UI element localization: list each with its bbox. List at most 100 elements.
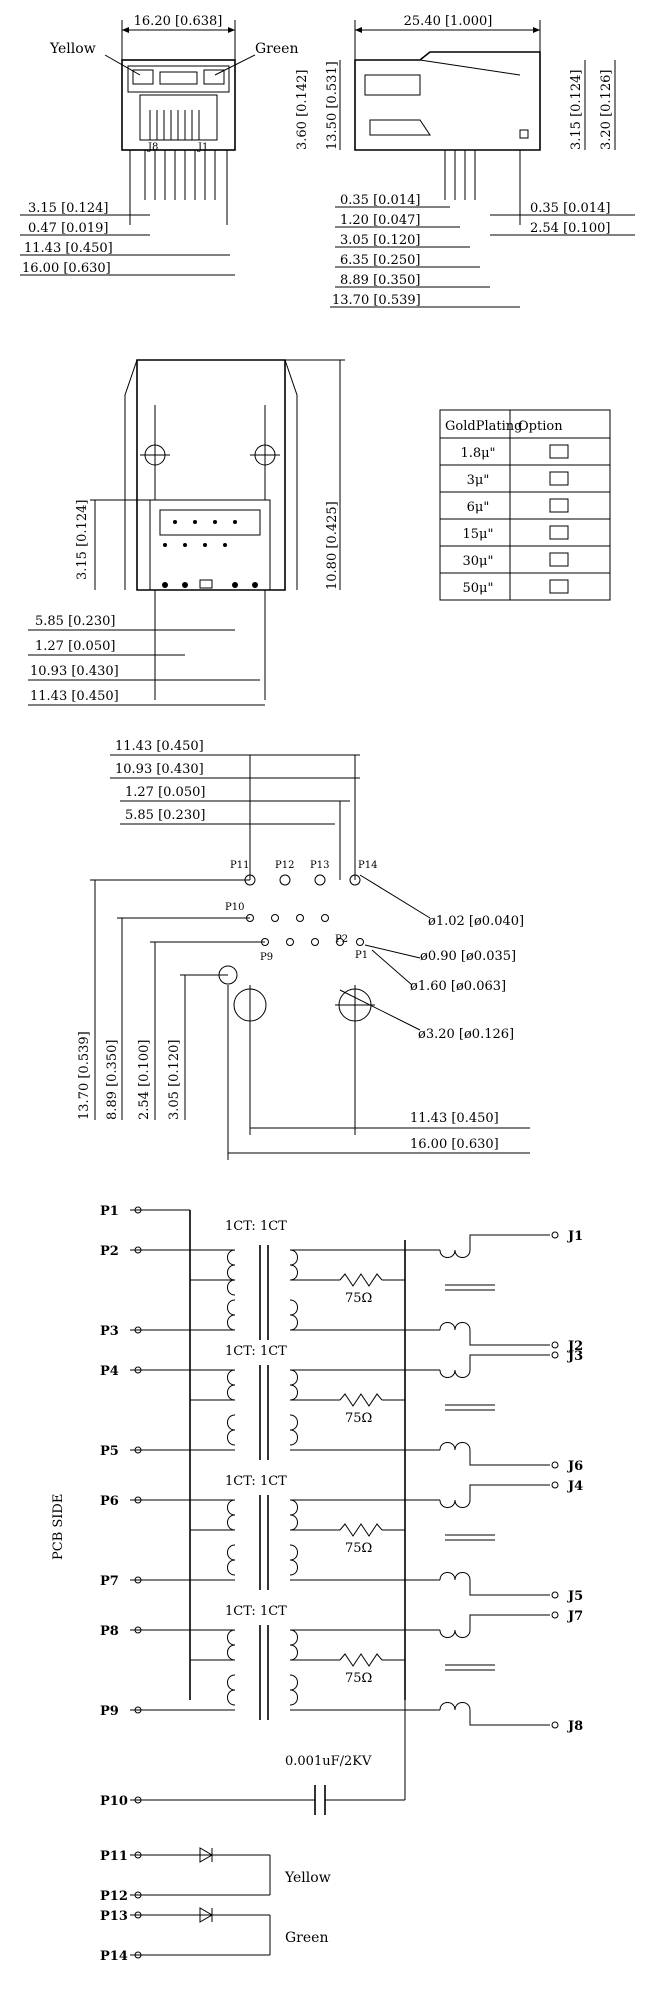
bottom-dim-3: 10.93 [0.430] [30, 664, 119, 679]
ratio-2: 1CT: 1CT [225, 1344, 287, 1359]
option-checkbox[interactable] [549, 525, 569, 540]
schematic: PCB SIDE P1 P2 1CT: 1CT 75Ω P3 J1 J2 [51, 1204, 583, 1964]
bottom-v2: 10.80 [0.425] [325, 501, 340, 590]
side-right-dim-1: 0.35 [0.014] [530, 201, 610, 216]
pcb-bdim-1: 11.43 [0.450] [410, 1111, 499, 1126]
hole-dim-3: ø1.60 [ø0.063] [410, 979, 506, 994]
bottom-v1: 3.15 [0.124] [75, 500, 90, 580]
ratio-3: 1CT: 1CT [225, 1474, 287, 1489]
side-right-dim-2: 2.54 [0.100] [530, 221, 610, 236]
side-dim-4: 6.35 [0.250] [340, 253, 420, 268]
option-checkbox[interactable] [549, 498, 569, 513]
pcb-top-dim-4: 5.85 [0.230] [125, 808, 205, 823]
front-view: 16.20 [0.638] Yellow Green J8 J1 3.15 [0… [20, 14, 298, 276]
sch-pin-p13: P13 [100, 1909, 128, 1924]
pcb-layout: 11.43 [0.450] 10.93 [0.430] 1.27 [0.050]… [77, 739, 530, 1160]
sch-pin-p2: P2 [100, 1244, 119, 1259]
front-dim-1: 3.15 [0.124] [28, 201, 108, 216]
pcb-side-label: PCB SIDE [51, 1494, 66, 1560]
front-dim-2: 0.47 [0.019] [28, 221, 108, 236]
front-j8-label: J8 [147, 142, 158, 153]
front-yellow-label: Yellow [49, 41, 96, 57]
sch-pin-j5: J5 [567, 1589, 583, 1604]
sch-pin-p9: P9 [100, 1704, 119, 1719]
option-checkbox[interactable] [549, 471, 569, 486]
side-dim-2: 1.20 [0.047] [340, 213, 420, 228]
side-h3: 3.15 [0.124] [569, 70, 584, 150]
pcb-vdim-2: 8.89 [0.350] [105, 1040, 120, 1120]
hole-dim-4: ø3.20 [ø0.126] [418, 1027, 514, 1042]
resistor-3: 75Ω [345, 1541, 372, 1556]
pcb-vdim-3: 2.54 [0.100] [137, 1040, 152, 1120]
sch-pin-p1: P1 [100, 1204, 119, 1219]
resistor-4: 75Ω [345, 1671, 372, 1686]
gold-plating-table: GoldPlating Option 1.8μ" 3μ" 6μ" 15μ" 30… [439, 409, 611, 601]
resistor-2: 75Ω [345, 1411, 372, 1426]
sch-green-label: Green [285, 1930, 328, 1946]
side-dim-5: 8.89 [0.350] [340, 273, 420, 288]
side-h1: 3.60 [0.142] [295, 70, 310, 150]
sch-pin-p12: P12 [100, 1889, 128, 1904]
front-dim-4: 16.00 [0.630] [22, 261, 111, 276]
plating-row-4: 30μ" [463, 554, 494, 569]
plating-row-5: 50μ" [463, 581, 494, 596]
sch-pin-p7: P7 [100, 1574, 119, 1589]
yellow-led-window [132, 69, 154, 85]
bottom-view: 3.15 [0.124] 10.80 [0.425] 5.85 [0.230] … [28, 359, 345, 706]
sch-pin-p10: P10 [100, 1794, 128, 1809]
ratio-4: 1CT: 1CT [225, 1604, 287, 1619]
front-dim-3: 11.43 [0.450] [24, 241, 113, 256]
pcb-pin-p9: P9 [260, 952, 273, 963]
pcb-top-dim-2: 10.93 [0.430] [115, 762, 204, 777]
bottom-dim-2: 1.27 [0.050] [35, 639, 115, 654]
plating-row-1: 3μ" [467, 473, 490, 488]
sch-pin-p8: P8 [100, 1624, 119, 1639]
sch-pin-p3: P3 [100, 1324, 119, 1339]
sch-pin-p11: P11 [100, 1849, 128, 1864]
pcb-pin-p2: P2 [335, 934, 348, 945]
sch-pin-j3: J3 [567, 1349, 583, 1364]
plating-row-3: 15μ" [463, 527, 494, 542]
hole-dim-2: ø0.90 [ø0.035] [420, 949, 516, 964]
capacitor-label: 0.001uF/2KV [285, 1754, 372, 1769]
side-dim-6: 13.70 [0.539] [332, 293, 421, 308]
sch-pin-j6: J6 [567, 1459, 583, 1474]
front-green-label: Green [255, 41, 298, 57]
table-header-plating: GoldPlating [445, 419, 522, 434]
sch-pin-j7: J7 [567, 1609, 583, 1624]
side-h4: 3.20 [0.126] [599, 70, 614, 150]
side-dim-1: 0.35 [0.014] [340, 193, 420, 208]
pcb-pin-p11: P11 [230, 860, 249, 871]
pcb-bdim-2: 16.00 [0.630] [410, 1137, 499, 1152]
option-checkbox[interactable] [549, 552, 569, 567]
option-checkbox[interactable] [549, 579, 569, 594]
pcb-pin-p14: P14 [358, 860, 377, 871]
ratio-1: 1CT: 1CT [225, 1219, 287, 1234]
sch-pin-p5: P5 [100, 1444, 119, 1459]
pcb-pin-p12: P12 [275, 860, 294, 871]
plating-row-2: 6μ" [467, 500, 490, 515]
front-j1-label: J1 [197, 142, 208, 153]
pcb-vdim-1: 13.70 [0.539] [77, 1031, 92, 1120]
option-checkbox[interactable] [549, 444, 569, 459]
side-view: 25.40 [1.000] 3.60 [0.142] 13.50 [0.531]… [295, 14, 635, 308]
pcb-pin-p10: P10 [225, 902, 244, 913]
bottom-dim-1: 5.85 [0.230] [35, 614, 115, 629]
sch-yellow-label: Yellow [284, 1870, 331, 1886]
sch-pin-j1: J1 [567, 1229, 583, 1244]
sch-pin-j2: J2 [567, 1339, 583, 1354]
bottom-dim-4: 11.43 [0.450] [30, 689, 119, 704]
side-length-dim: 25.40 [1.000] [404, 14, 493, 29]
pcb-pin-p1: P1 [355, 950, 368, 961]
pcb-vdim-4: 3.05 [0.120] [167, 1040, 182, 1120]
pcb-top-dim-3: 1.27 [0.050] [125, 785, 205, 800]
resistor-1: 75Ω [345, 1291, 372, 1306]
green-led-window [203, 69, 225, 85]
sch-pin-p14: P14 [100, 1949, 128, 1964]
plating-row-0: 1.8μ" [460, 446, 495, 461]
sch-pin-p6: P6 [100, 1494, 119, 1509]
pcb-pin-p13: P13 [310, 860, 329, 871]
jack-contacts [149, 110, 200, 140]
front-width-dim: 16.20 [0.638] [134, 14, 223, 29]
